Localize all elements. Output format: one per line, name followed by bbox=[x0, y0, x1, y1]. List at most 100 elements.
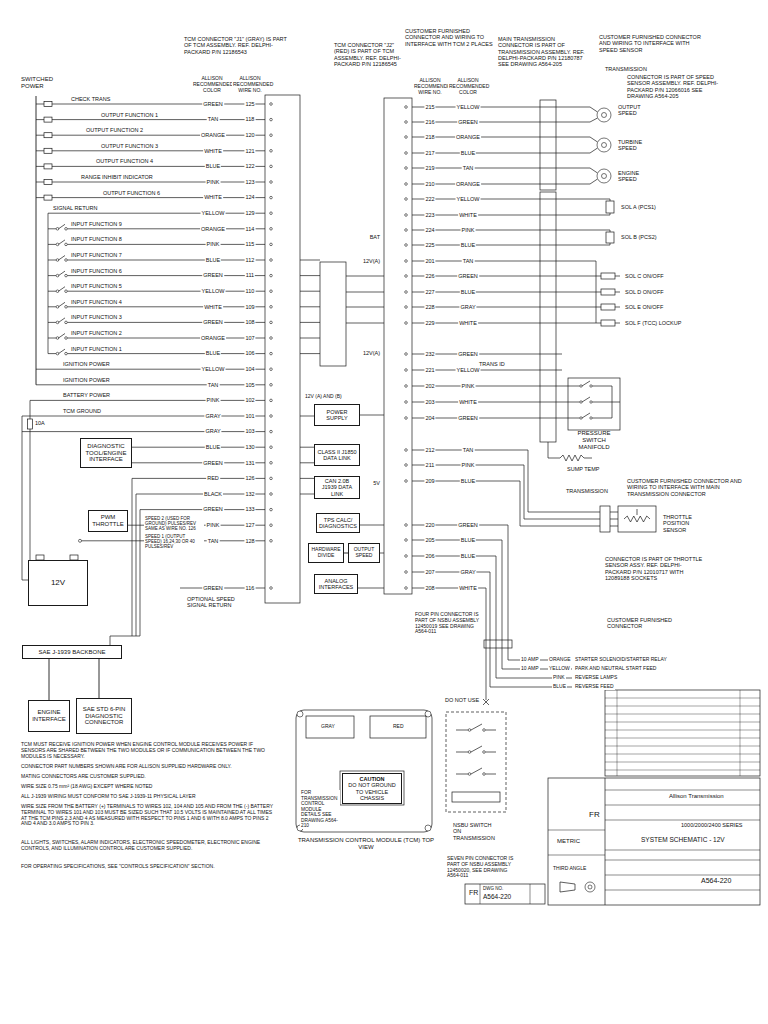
switched-power-bus bbox=[36, 96, 37, 385]
general-note: FOR OPERATING SPECIFICATIONS, SEE "CONTR… bbox=[20, 864, 277, 870]
signal-name: INPUT FUNCTION 1 bbox=[70, 346, 123, 352]
tcm-housing: TRANSMISSION CONTROL MODULE (TCM) TOP VI… bbox=[290, 703, 442, 853]
wire-number: 226 bbox=[424, 273, 435, 279]
node-title: TRANSMISSION CONTROL MODULE (TCM) TOP VI… bbox=[291, 837, 441, 851]
solenoid-name: SOL A (PCS1) bbox=[620, 204, 657, 210]
node-title: ANALOG INTERFACES bbox=[317, 578, 355, 591]
switch-blade bbox=[471, 724, 482, 730]
wire bbox=[412, 179, 598, 184]
internal-trace bbox=[346, 292, 384, 293]
wire bbox=[486, 730, 497, 731]
sump-temp-sensor bbox=[560, 455, 584, 461]
wire bbox=[456, 730, 468, 731]
sensor-name: SUMP TEMP bbox=[566, 466, 601, 472]
connector-pin bbox=[270, 321, 273, 324]
general-note: CONNECTOR PART NUMBERS SHOWN ARE FOR ALL… bbox=[20, 764, 277, 770]
wire-color: GREEN bbox=[202, 101, 224, 107]
caution-label-frame bbox=[340, 771, 404, 805]
wire bbox=[48, 338, 56, 339]
engine-interface-box: ENGINE INTERFACE bbox=[28, 700, 70, 732]
switch-blade bbox=[471, 746, 482, 752]
wire bbox=[48, 291, 56, 292]
internal-trace bbox=[300, 478, 314, 479]
j1939-wire bbox=[132, 478, 133, 636]
connector-pin bbox=[405, 369, 408, 372]
wire bbox=[67, 322, 265, 323]
wire-number: 101 bbox=[244, 413, 255, 419]
power-label: SWITCHED POWER bbox=[20, 76, 58, 90]
signal-name: OUTPUT FUNCTION 2 bbox=[85, 127, 144, 133]
connector-pin bbox=[270, 212, 273, 215]
revision-rule bbox=[617, 690, 618, 776]
wire bbox=[30, 400, 265, 401]
switch-contact bbox=[590, 385, 592, 387]
connector-pin bbox=[270, 337, 273, 340]
connector-pin bbox=[405, 244, 408, 247]
switch-blade bbox=[59, 271, 66, 276]
revision-rule bbox=[605, 730, 760, 731]
wire-number: 109 bbox=[244, 304, 255, 310]
node-title: SAE J-1939 BACKBONE bbox=[38, 649, 105, 656]
third-angle-symbol bbox=[560, 882, 575, 892]
solenoid-coil bbox=[606, 201, 614, 213]
wire-color: PINK bbox=[206, 397, 221, 403]
nsbu-switch-outline bbox=[446, 712, 506, 812]
callout-note: FOR TRANSMISSION CONTROL MODULE DETAILS … bbox=[300, 790, 340, 829]
lamp-symbol bbox=[44, 102, 52, 107]
wire-color: TAN bbox=[462, 447, 475, 453]
lamp-symbol bbox=[44, 164, 52, 169]
callout-note: CUSTOMER FURNISHED CONNECTOR AND WIRING … bbox=[626, 478, 758, 497]
connector-pin bbox=[270, 477, 273, 480]
wire-number: 106 bbox=[244, 350, 255, 356]
wire bbox=[412, 230, 610, 231]
connector-pin bbox=[405, 106, 408, 109]
wire-number: 202 bbox=[424, 383, 435, 389]
lamp-symbol bbox=[44, 180, 52, 185]
connector-pin bbox=[405, 275, 408, 278]
four-pin-connector bbox=[484, 640, 512, 648]
connector-pin bbox=[270, 368, 273, 371]
input-interface-block bbox=[320, 262, 346, 366]
wire bbox=[36, 369, 265, 370]
wire-color: TAN bbox=[462, 165, 475, 171]
connector-pin bbox=[270, 243, 273, 246]
wire-number: 133 bbox=[244, 506, 255, 512]
signal-name: SIGNAL RETURN bbox=[52, 205, 98, 211]
wire-number: 209 bbox=[424, 478, 435, 484]
revision-rule bbox=[740, 690, 741, 776]
switch-contact bbox=[580, 417, 582, 419]
wire-color: TAN bbox=[207, 538, 220, 544]
solenoid-name: SOL F (TCC) LOCKUP bbox=[624, 320, 682, 326]
internal-trace bbox=[300, 416, 314, 417]
signal-name: IGNITION POWER bbox=[62, 377, 111, 383]
wire bbox=[48, 275, 56, 276]
tcm-function-block: ANALOG INTERFACES bbox=[314, 574, 358, 594]
third-angle-symbol bbox=[585, 882, 595, 892]
wire-number: 126 bbox=[244, 475, 255, 481]
switch-contact bbox=[468, 729, 471, 732]
wire-color: YELLOW bbox=[456, 367, 481, 373]
wire-color: WHITE bbox=[203, 194, 223, 200]
title-cell: THIRD ANGLE bbox=[552, 866, 587, 872]
wire bbox=[412, 525, 572, 660]
wire-color: WHITE bbox=[203, 148, 223, 154]
switch-contact bbox=[483, 729, 486, 732]
wire bbox=[36, 197, 265, 198]
signal-name: INPUT FUNCTION 9 bbox=[70, 221, 123, 227]
signal-note: SPEED 1 (OUTPUT SPEED) 16,24,30 OR 40 PU… bbox=[144, 534, 204, 550]
wire bbox=[67, 306, 265, 307]
wire-number: 110 bbox=[245, 288, 256, 294]
title-rule bbox=[530, 884, 531, 904]
signal-name: RANGE INHIBIT INDICATOR bbox=[80, 174, 154, 180]
node-title: CLASS II J1850 DATA LINK bbox=[317, 449, 357, 462]
node-title: DIAGNOSTIC TOOL/ENGINE INTERFACE bbox=[84, 443, 128, 464]
wire-color: BLACK bbox=[203, 491, 223, 497]
tcm-function-block: POWER SUPPLY bbox=[314, 404, 360, 426]
circuit-name: DO NOT USE bbox=[444, 697, 480, 703]
wire-number: 201 bbox=[424, 258, 435, 264]
switch-blade bbox=[59, 334, 66, 339]
switch-contact bbox=[65, 259, 68, 262]
wire-number: 210 bbox=[424, 181, 435, 187]
title-rule bbox=[605, 890, 760, 891]
